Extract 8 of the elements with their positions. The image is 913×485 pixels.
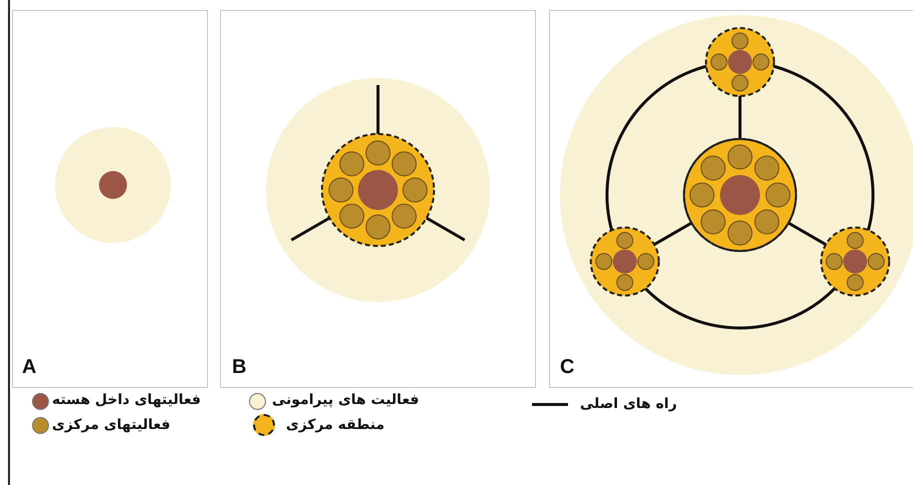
panel-letter: B [232, 356, 246, 379]
legend-label: فعالیتهای مرکزی [52, 417, 170, 433]
legend-label: راه های اصلی [580, 396, 677, 412]
panel-letter: C [560, 356, 574, 379]
legend-label: فعالیت های پیرامونی [272, 392, 420, 408]
panel-letter: A [22, 356, 36, 379]
legend-label: منطقه مرکزی [286, 417, 385, 433]
legend-label: فعالیتهای داخل هسته [52, 392, 201, 408]
